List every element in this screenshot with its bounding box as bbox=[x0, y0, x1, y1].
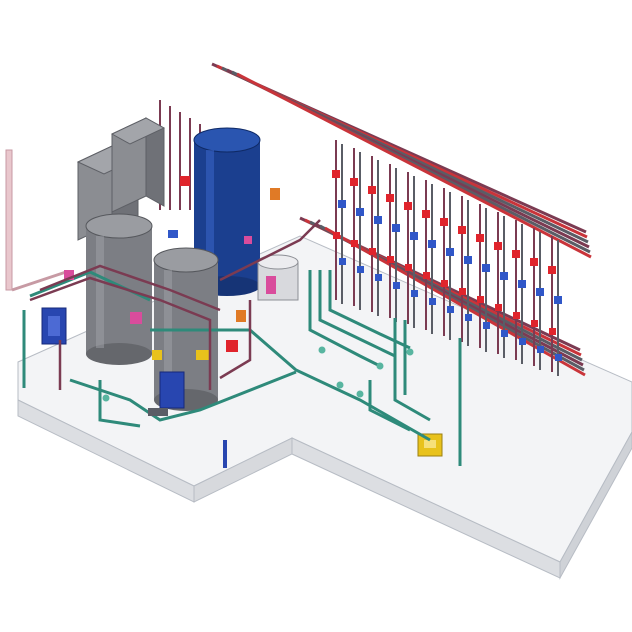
supply-valve bbox=[548, 266, 556, 274]
manifold-risers bbox=[332, 140, 562, 376]
balancing-valve bbox=[459, 288, 466, 295]
balancing-valve bbox=[333, 232, 340, 239]
isolation-valve bbox=[339, 258, 346, 265]
teal-fitting bbox=[406, 348, 414, 356]
maroon-pipe bbox=[39, 264, 221, 312]
balancing-valve bbox=[441, 280, 448, 287]
return-valve bbox=[338, 200, 346, 208]
isolation-valve bbox=[501, 330, 508, 337]
valve bbox=[244, 236, 252, 244]
circulation-pump bbox=[41, 307, 185, 409]
return-valve bbox=[410, 232, 418, 240]
supply-valve bbox=[530, 258, 538, 266]
supply-valve bbox=[404, 202, 412, 210]
return-valve bbox=[482, 264, 490, 272]
floor-left-side bbox=[17, 399, 195, 503]
isolation-valve bbox=[357, 266, 364, 273]
teal-fitting bbox=[102, 394, 110, 402]
teal-fitting bbox=[336, 381, 344, 389]
teal-fitting bbox=[376, 362, 384, 370]
teal-pipe bbox=[98, 380, 141, 428]
isolation-valve bbox=[429, 298, 436, 305]
valve bbox=[180, 176, 190, 186]
balancing-valve bbox=[513, 312, 520, 319]
valve bbox=[270, 188, 280, 200]
return-valve bbox=[464, 256, 472, 264]
return-valve bbox=[392, 224, 400, 232]
teal-pipe bbox=[318, 270, 396, 358]
supply-valve bbox=[332, 170, 340, 178]
balancing-valve bbox=[423, 272, 430, 279]
return-valve bbox=[500, 272, 508, 280]
supply-valve bbox=[440, 218, 448, 226]
supply-valve bbox=[512, 250, 520, 258]
isolation-valve bbox=[393, 282, 400, 289]
fittings bbox=[29, 176, 321, 468]
balancing-valve bbox=[387, 256, 394, 263]
wall-post-connector bbox=[11, 270, 67, 292]
teal-pipe bbox=[308, 270, 381, 368]
maroon-pipe bbox=[219, 219, 321, 282]
isolation-valve bbox=[465, 314, 472, 321]
isolation-valve bbox=[519, 338, 526, 345]
maroon-pipe bbox=[219, 300, 252, 380]
return-valve bbox=[518, 280, 526, 288]
balancing-valve bbox=[477, 296, 484, 303]
isolation-valve bbox=[555, 354, 562, 361]
teal-fitting bbox=[318, 346, 326, 354]
valve bbox=[168, 230, 178, 238]
valve bbox=[130, 312, 142, 324]
maroon-pipe bbox=[29, 276, 212, 390]
balancing-valve bbox=[405, 264, 412, 271]
supply-valve bbox=[458, 226, 466, 234]
return-valve bbox=[446, 248, 454, 256]
valve bbox=[196, 350, 210, 360]
isolation-valve bbox=[483, 322, 490, 329]
balancing-valve bbox=[531, 320, 538, 327]
pipe-stub bbox=[223, 440, 227, 468]
return-valve bbox=[374, 216, 382, 224]
balancing-valve bbox=[549, 328, 556, 335]
balancing-valve bbox=[351, 240, 358, 247]
supply-valve bbox=[476, 234, 484, 242]
balancing-valve bbox=[495, 304, 502, 311]
gray-tank bbox=[85, 213, 153, 365]
pipe-stub bbox=[148, 408, 168, 416]
valve bbox=[236, 310, 246, 322]
teal-fitting bbox=[356, 390, 364, 398]
teal-pipe bbox=[368, 380, 411, 432]
return-valve bbox=[356, 208, 364, 216]
control-cabinet bbox=[76, 117, 166, 241]
supply-valve bbox=[422, 210, 430, 218]
supply-valve bbox=[494, 242, 502, 250]
balancing-valve bbox=[369, 248, 376, 255]
heat-meter bbox=[417, 433, 443, 457]
teal-pipe bbox=[150, 328, 431, 442]
rack-pipe bbox=[236, 72, 592, 259]
isolation-valve bbox=[447, 306, 454, 313]
valve bbox=[226, 340, 238, 352]
isolation-valve bbox=[375, 274, 382, 281]
valve bbox=[64, 270, 74, 280]
floor-far-right-side bbox=[559, 430, 632, 580]
supply-valve bbox=[350, 178, 358, 186]
supply-valve bbox=[368, 186, 376, 194]
teal-pipe bbox=[69, 370, 297, 422]
valve bbox=[152, 350, 162, 360]
supply-valve bbox=[386, 194, 394, 202]
expansion-vessel bbox=[257, 254, 299, 301]
return-valve bbox=[554, 296, 562, 304]
wall-post bbox=[5, 149, 13, 291]
teal-pipe bbox=[393, 318, 431, 422]
isolation-valve bbox=[537, 346, 544, 353]
return-valve bbox=[536, 288, 544, 296]
isolation-valve bbox=[411, 290, 418, 297]
return-valve bbox=[428, 240, 436, 248]
